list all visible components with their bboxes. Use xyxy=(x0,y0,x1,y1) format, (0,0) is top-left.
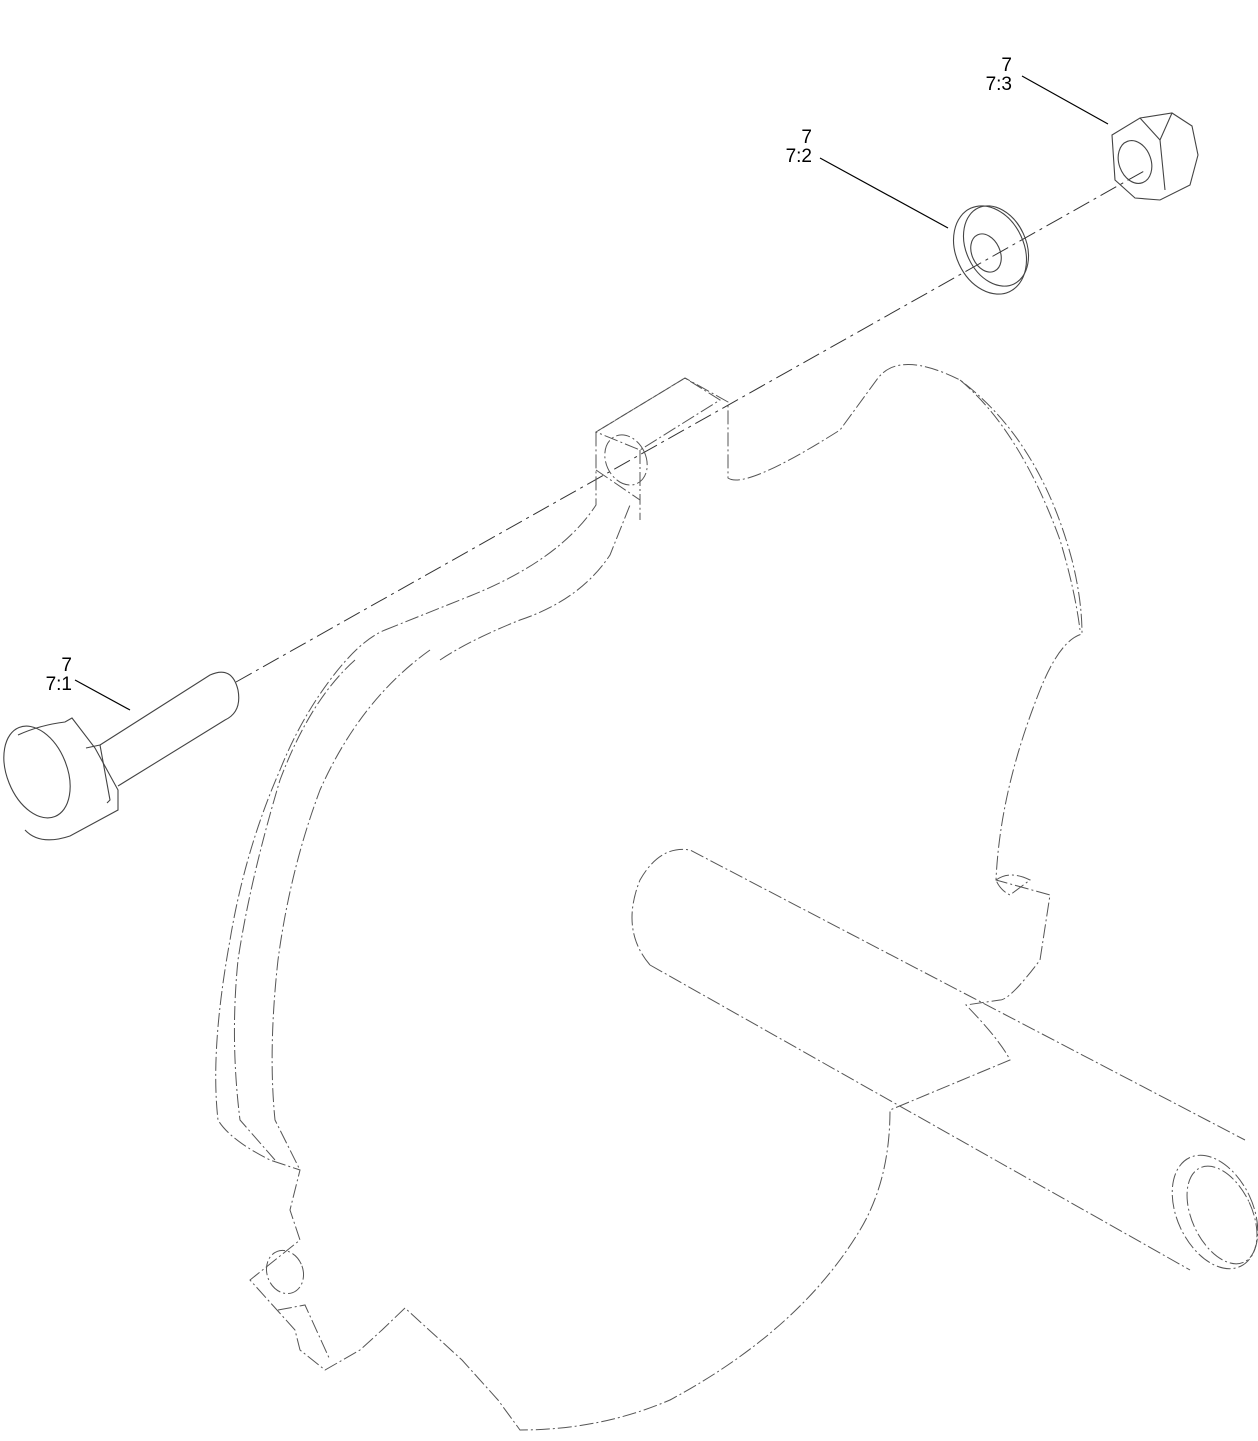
leader-nut xyxy=(1021,75,1109,125)
callout-ref: 7 xyxy=(1001,55,1012,76)
leader-washer xyxy=(819,157,949,229)
callout-sub: 7:3 xyxy=(985,74,1012,95)
callout-sub: 7:1 xyxy=(45,674,72,695)
callout-sub: 7:2 xyxy=(785,146,812,167)
lock-nut-part xyxy=(1111,112,1199,201)
callout-washer: 7 7:2 xyxy=(752,128,812,166)
assembly-center-line xyxy=(235,169,1147,683)
callout-ref: 7 xyxy=(61,655,72,676)
callout-ref: 7 xyxy=(801,127,812,148)
leader-lines xyxy=(74,75,1109,711)
callout-nut: 7 7:3 xyxy=(952,56,1012,94)
bolt-part xyxy=(3,671,240,841)
leader-bolt xyxy=(74,679,131,711)
bracket-disc-phantom xyxy=(215,364,1083,1431)
callout-bolt: 7 7:1 xyxy=(12,656,72,694)
shaft-phantom xyxy=(631,848,1258,1271)
washer-part xyxy=(953,205,1030,295)
